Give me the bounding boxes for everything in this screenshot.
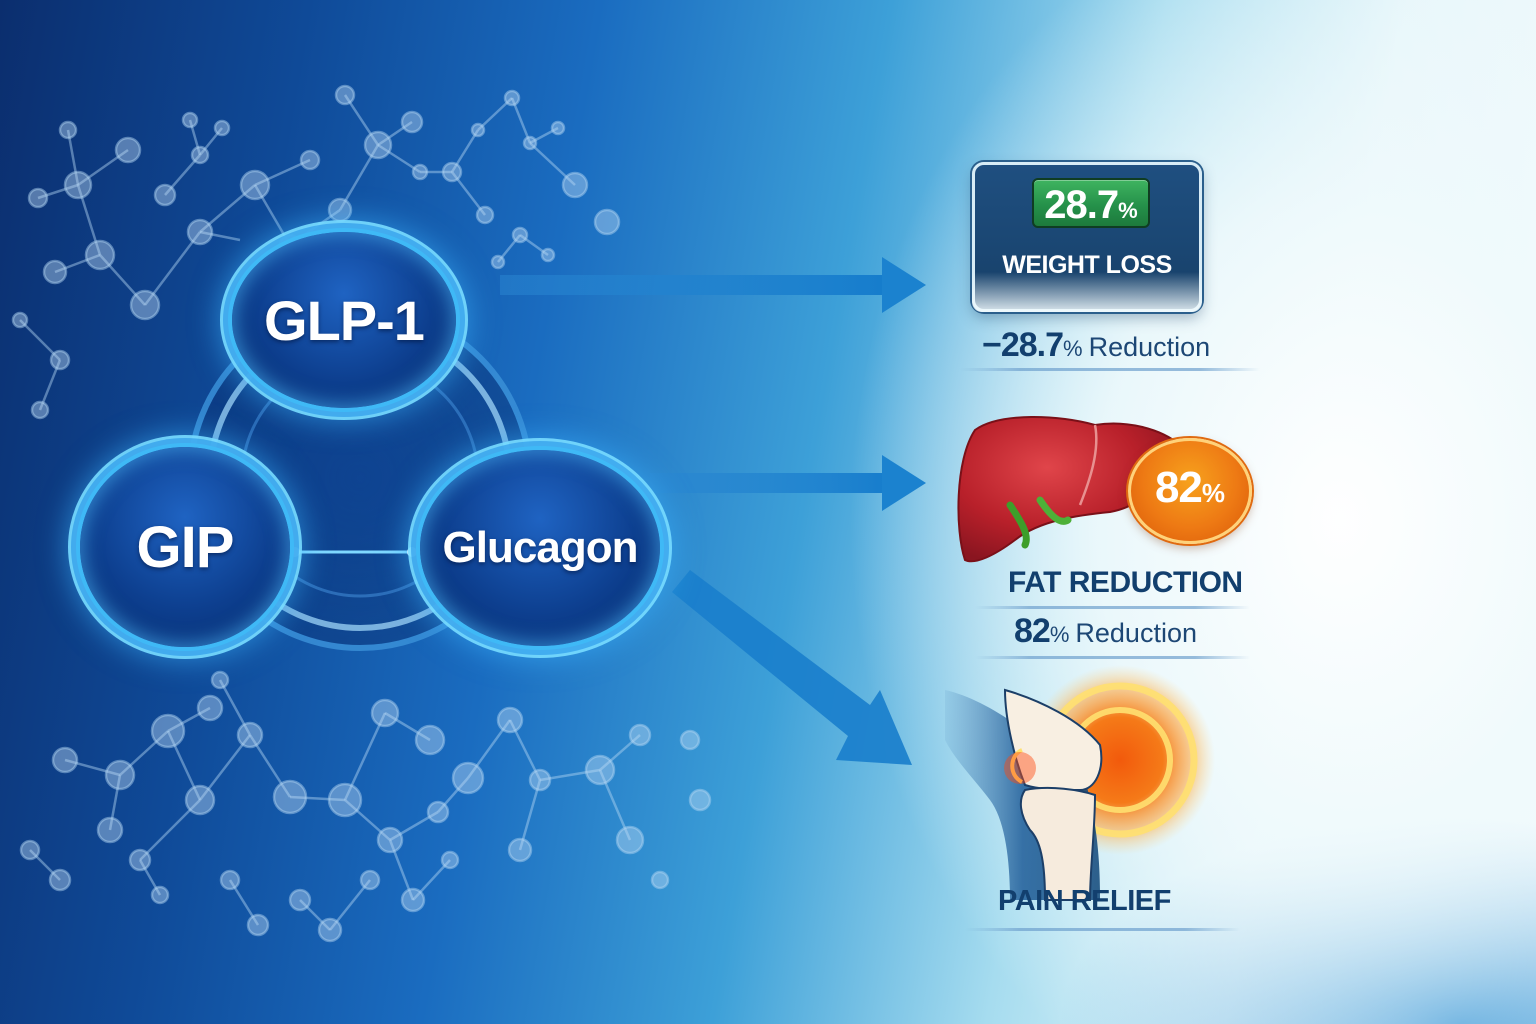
fat-reduction-reduction: 82 % Reduction bbox=[1014, 612, 1197, 651]
arrow-to-pain-relief bbox=[672, 570, 912, 765]
weight-loss-badge-unit: % bbox=[1118, 198, 1138, 223]
arrow-to-weight-loss bbox=[500, 257, 926, 313]
fat-reduction-badge-value: 82 bbox=[1154, 463, 1203, 512]
fat-reduction-badge-unit: % bbox=[1201, 478, 1226, 508]
weight-loss-reduction-unit: % bbox=[1063, 336, 1083, 361]
hormone-glucagon-circle: Glucagon bbox=[420, 450, 660, 646]
pain-relief-divider bbox=[965, 928, 1240, 931]
weight-loss-divider bbox=[960, 368, 1260, 371]
weight-loss-reduction-value: −28.7 bbox=[982, 326, 1064, 364]
hormone-gip-label: GIP bbox=[136, 514, 235, 580]
hormone-gip-circle: GIP bbox=[80, 447, 290, 647]
pain-relief-title: PAIN RELIEF bbox=[998, 885, 1171, 917]
fat-reduction-reduction-value: 82 bbox=[1014, 612, 1051, 650]
fat-reduction-divider-bottom bbox=[975, 656, 1250, 659]
hormone-glucagon-label: Glucagon bbox=[442, 523, 639, 572]
fat-reduction-percent-badge: 82 % bbox=[1128, 438, 1252, 544]
fat-reduction-reduction-unit: % bbox=[1049, 622, 1070, 647]
weight-loss-reduction: −28.7 % Reduction bbox=[982, 326, 1210, 365]
hormone-glp1-circle: GLP-1 bbox=[232, 232, 456, 408]
weight-loss-card: 28.7 % WEIGHT LOSS bbox=[972, 162, 1202, 312]
fat-reduction-title: FAT REDUCTION bbox=[1008, 566, 1243, 599]
weight-loss-badge-value: 28.7 bbox=[1044, 183, 1119, 227]
hormone-glp1-label: GLP-1 bbox=[264, 288, 425, 352]
fat-reduction-reduction-word: Reduction bbox=[1075, 618, 1197, 648]
weight-loss-reduction-word: Reduction bbox=[1088, 332, 1211, 362]
fat-reduction-divider-top bbox=[975, 606, 1250, 609]
weight-loss-percent-badge: 28.7 % bbox=[1032, 178, 1150, 228]
arrow-to-fat-reduction bbox=[650, 455, 926, 511]
